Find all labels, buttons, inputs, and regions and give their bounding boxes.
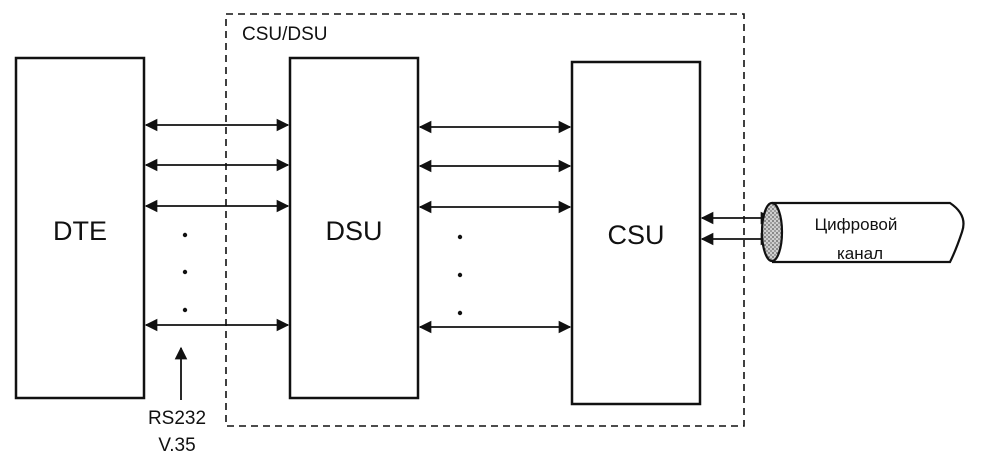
ellipsis-dot xyxy=(457,310,463,316)
dsu-block xyxy=(288,56,420,400)
channel-label-line1: Цифровой xyxy=(815,215,898,234)
csu-dsu-group-label: CSU/DSU xyxy=(242,24,328,45)
ellipsis-dot xyxy=(457,234,463,240)
channel-label-line2: канал xyxy=(837,244,883,263)
ellipsis-dot xyxy=(457,272,463,278)
ellipsis-dot xyxy=(182,269,188,275)
dte-block xyxy=(14,56,146,400)
csu-label: CSU xyxy=(607,220,664,250)
interface-label-line2: V.35 xyxy=(158,435,195,456)
ellipsis-dot xyxy=(182,307,188,313)
digital-channel-cable: Цифровой канал xyxy=(760,201,965,264)
ellipsis-dot xyxy=(182,232,188,238)
dsu-label: DSU xyxy=(325,216,382,246)
dte-label: DTE xyxy=(53,216,107,246)
cable-end-icon xyxy=(760,201,784,263)
csu-block xyxy=(570,60,702,406)
interface-label-line1: RS232 xyxy=(148,408,206,429)
